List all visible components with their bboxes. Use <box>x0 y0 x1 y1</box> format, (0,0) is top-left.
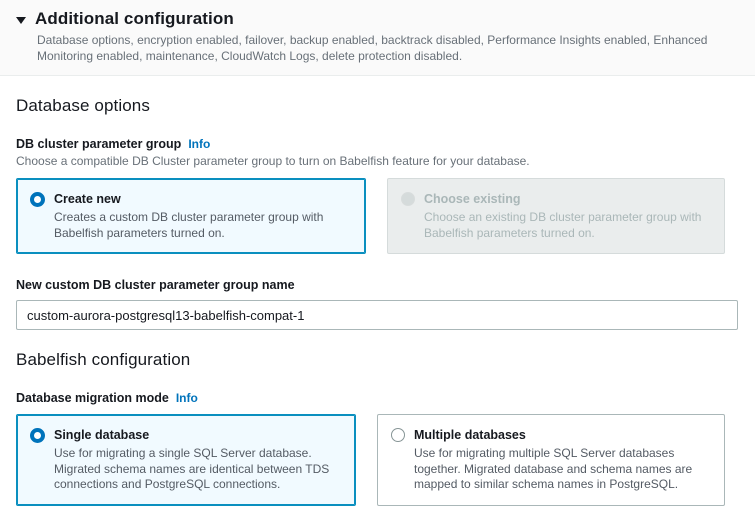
radio-button-multiple-databases[interactable] <box>391 428 405 442</box>
babelfish-configuration-heading: Babelfish configuration <box>16 350 191 369</box>
caret-down-icon[interactable] <box>16 16 26 24</box>
migration-mode-label: Database migration mode <box>16 391 169 405</box>
info-link-parameter-group[interactable]: Info <box>188 137 211 151</box>
radio-tile-choose-existing: Choose existing Choose an existing DB cl… <box>387 178 725 254</box>
radio-button-create-new[interactable] <box>30 192 45 207</box>
radio-tile-single-database-description: Use for migrating a single SQL Server da… <box>54 446 330 491</box>
parameter-group-radio-group: Create new Creates a custom DB cluster p… <box>16 178 739 254</box>
radio-tile-choose-existing-title: Choose existing <box>424 192 521 206</box>
radio-button-single-database[interactable] <box>30 428 45 443</box>
radio-tile-single-database-title: Single database <box>54 428 150 442</box>
migration-mode-label-row: Database migration mode Info <box>16 391 739 405</box>
settings-body: Database options DB cluster parameter gr… <box>0 96 755 506</box>
db-cluster-parameter-group-label: DB cluster parameter group <box>16 137 182 151</box>
additional-configuration-description: Database options, encryption enabled, fa… <box>37 33 708 63</box>
radio-tile-multiple-databases[interactable]: Multiple databases Use for migrating mul… <box>377 414 725 506</box>
radio-tile-create-new[interactable]: Create new Creates a custom DB cluster p… <box>16 178 366 254</box>
group-name-input[interactable] <box>16 300 738 330</box>
info-link-migration-mode[interactable]: Info <box>175 391 198 405</box>
radio-tile-create-new-description: Creates a custom DB cluster parameter gr… <box>54 210 324 240</box>
radio-tile-multiple-databases-title: Multiple databases <box>414 428 526 442</box>
radio-tile-multiple-databases-description: Use for migrating multiple SQL Server da… <box>414 446 693 491</box>
radio-tile-create-new-title: Create new <box>54 192 121 206</box>
additional-configuration-title: Additional configuration <box>35 9 234 28</box>
radio-button-choose-existing <box>401 192 415 206</box>
additional-configuration-header[interactable]: Additional configuration <box>16 9 739 29</box>
db-cluster-parameter-group-label-row: DB cluster parameter group Info <box>16 137 739 151</box>
additional-configuration-section: Additional configuration Database option… <box>0 0 755 76</box>
radio-tile-single-database[interactable]: Single database Use for migrating a sing… <box>16 414 356 506</box>
db-cluster-parameter-group-description: Choose a compatible DB Cluster parameter… <box>16 154 530 168</box>
group-name-label: New custom DB cluster parameter group na… <box>16 278 295 292</box>
database-options-heading: Database options <box>16 96 150 115</box>
radio-tile-choose-existing-description: Choose an existing DB cluster parameter … <box>424 210 702 240</box>
migration-mode-radio-group: Single database Use for migrating a sing… <box>16 414 739 506</box>
